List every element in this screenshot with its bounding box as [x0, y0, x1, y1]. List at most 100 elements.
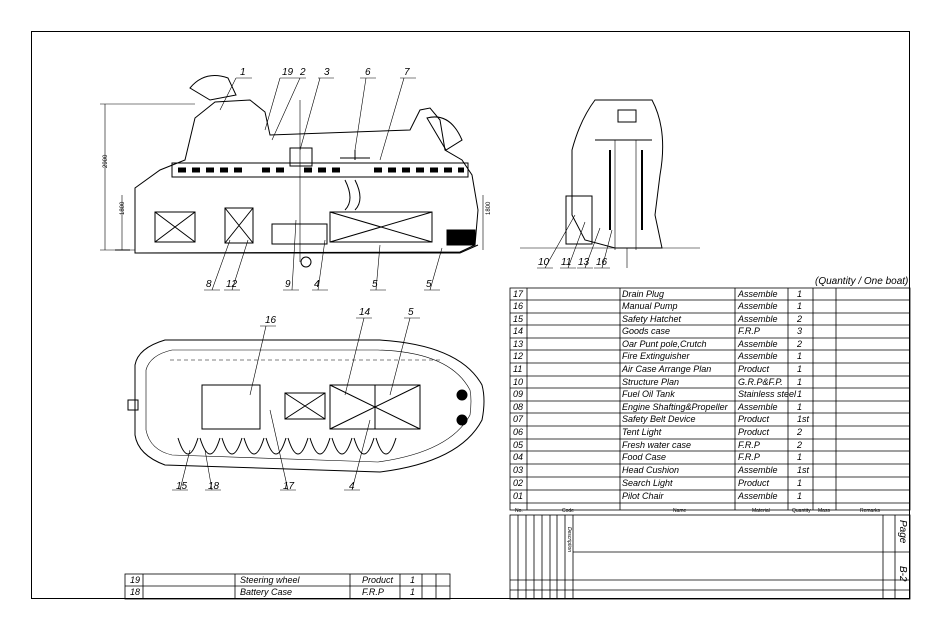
lower-cell-qty: 1	[410, 575, 416, 585]
callout-14: 14	[359, 307, 371, 318]
parts-cell-name: Tent Light	[622, 427, 662, 437]
parts-cell-no: 03	[513, 465, 524, 475]
parts-cell-name: Oar Punt pole,Crutch	[622, 339, 707, 349]
callout-15: 15	[176, 481, 188, 492]
callout-2: 2	[300, 67, 306, 78]
parts-cell-qty: 2	[797, 427, 803, 437]
parts-cell-material: Product	[738, 414, 770, 424]
header-material: Material	[752, 508, 770, 514]
callout-3: 3	[324, 67, 330, 78]
parts-cell-material: Assemble	[738, 339, 778, 349]
lower-table-grid	[124, 573, 451, 600]
end-view	[520, 99, 700, 269]
header-mass: Mass	[818, 508, 830, 514]
parts-cell-name: Engine Shafting&Propeller	[622, 402, 728, 412]
parts-cell-no: 05	[513, 440, 524, 450]
parts-cell-no: 07	[513, 414, 524, 424]
quantity-note: (Quantity / One boat)	[815, 276, 909, 287]
parts-cell-qty: 1	[797, 452, 803, 462]
parts-cell-material: Stainless steel	[738, 389, 797, 399]
parts-cell-name: Structure Plan	[622, 377, 680, 387]
parts-table-grid	[509, 287, 911, 511]
parts-cell-no: 15	[513, 314, 524, 324]
callout-12: 12	[226, 279, 238, 290]
parts-cell-no: 13	[513, 339, 524, 349]
parts-cell-material: Assemble	[738, 351, 778, 361]
parts-cell-material: Assemble	[738, 301, 778, 311]
dim-fwd: 1800	[486, 201, 492, 215]
parts-cell-name: Fire Extinguisher	[622, 351, 690, 361]
parts-cell-material: Assemble	[738, 289, 778, 299]
parts-cell-name: Air Case Arrange Plan	[622, 364, 712, 374]
callout-5: 5	[372, 279, 378, 290]
parts-cell-name: Goods case	[622, 326, 671, 336]
parts-cell-material: F.R.P	[738, 440, 760, 450]
callout-7: 7	[404, 67, 410, 78]
parts-cell-no: 16	[513, 301, 524, 311]
parts-cell-qty: 1	[797, 389, 803, 399]
parts-cell-material: Assemble	[738, 402, 778, 412]
seat-row	[177, 437, 397, 455]
parts-cell-material: Assemble	[738, 465, 778, 475]
callout-17: 17	[283, 481, 295, 492]
header-quantity: Quantity	[792, 508, 811, 514]
header-remarks: Remarks	[860, 508, 881, 514]
lower-cell-material: F.R.P	[362, 587, 384, 597]
parts-cell-qty: 2	[797, 314, 803, 324]
lower-cell-name: Steering wheel	[240, 575, 300, 585]
header-name: Name	[673, 508, 687, 514]
parts-cell-no: 14	[513, 326, 524, 336]
parts-cell-material: Product	[738, 478, 770, 488]
parts-cell-material: Product	[738, 427, 770, 437]
parts-cell-qty: 1	[797, 491, 803, 501]
parts-cell-qty: 2	[797, 440, 803, 450]
parts-cell-qty: 1st	[797, 465, 810, 475]
plan-view	[127, 317, 485, 491]
header-no: No.	[515, 508, 523, 514]
dim-height: 2900	[103, 154, 109, 168]
callout-4: 4	[314, 279, 320, 290]
parts-cell-qty: 1st	[797, 414, 810, 424]
dim-aft: 1800	[120, 201, 126, 215]
title-block-grid	[509, 514, 911, 600]
callout-5: 5	[408, 307, 414, 318]
lower-cell-no: 18	[130, 587, 141, 597]
sheet-number: B-2	[897, 566, 908, 582]
lower-cell-name: Battery Case	[240, 587, 293, 597]
parts-cell-name: Pilot Chair	[622, 491, 664, 501]
parts-cell-no: 02	[513, 478, 524, 488]
parts-cell-name: Manual Pump	[622, 301, 678, 311]
parts-cell-no: 12	[513, 351, 524, 361]
callout-1: 1	[240, 67, 246, 78]
callout-4: 4	[349, 481, 355, 492]
parts-cell-qty: 1	[797, 402, 803, 412]
parts-cell-material: F.R.P	[738, 452, 760, 462]
parts-cell-no: 01	[513, 491, 524, 501]
lower-cell-qty: 1	[410, 587, 416, 597]
parts-cell-qty: 1	[797, 364, 803, 374]
parts-cell-name: Search Light	[622, 478, 673, 488]
parts-cell-name: Fresh water case	[622, 440, 692, 450]
callout-8: 8	[206, 279, 212, 290]
parts-cell-name: Head Cushion	[622, 465, 680, 475]
callout-5: 5	[426, 279, 432, 290]
parts-cell-qty: 1	[797, 377, 803, 387]
parts-cell-no: 17	[513, 289, 524, 299]
page-label: Page	[897, 520, 908, 544]
callout-16: 16	[265, 315, 277, 326]
callout-18: 18	[208, 481, 220, 492]
parts-cell-qty: 1	[797, 289, 803, 299]
parts-cell-qty: 3	[797, 326, 803, 336]
parts-cell-qty: 2	[797, 339, 803, 349]
callout-11: 11	[561, 257, 572, 268]
parts-cell-qty: 1	[797, 351, 803, 361]
parts-cell-material: Assemble	[738, 491, 778, 501]
parts-cell-material: G.R.P&F.P.	[738, 377, 783, 387]
parts-cell-name: Safety Hatchet	[622, 314, 682, 324]
parts-cell-qty: 1	[797, 478, 803, 488]
callout-16: 16	[596, 257, 608, 268]
lower-cell-no: 19	[130, 575, 141, 585]
sheet-border	[31, 31, 910, 599]
